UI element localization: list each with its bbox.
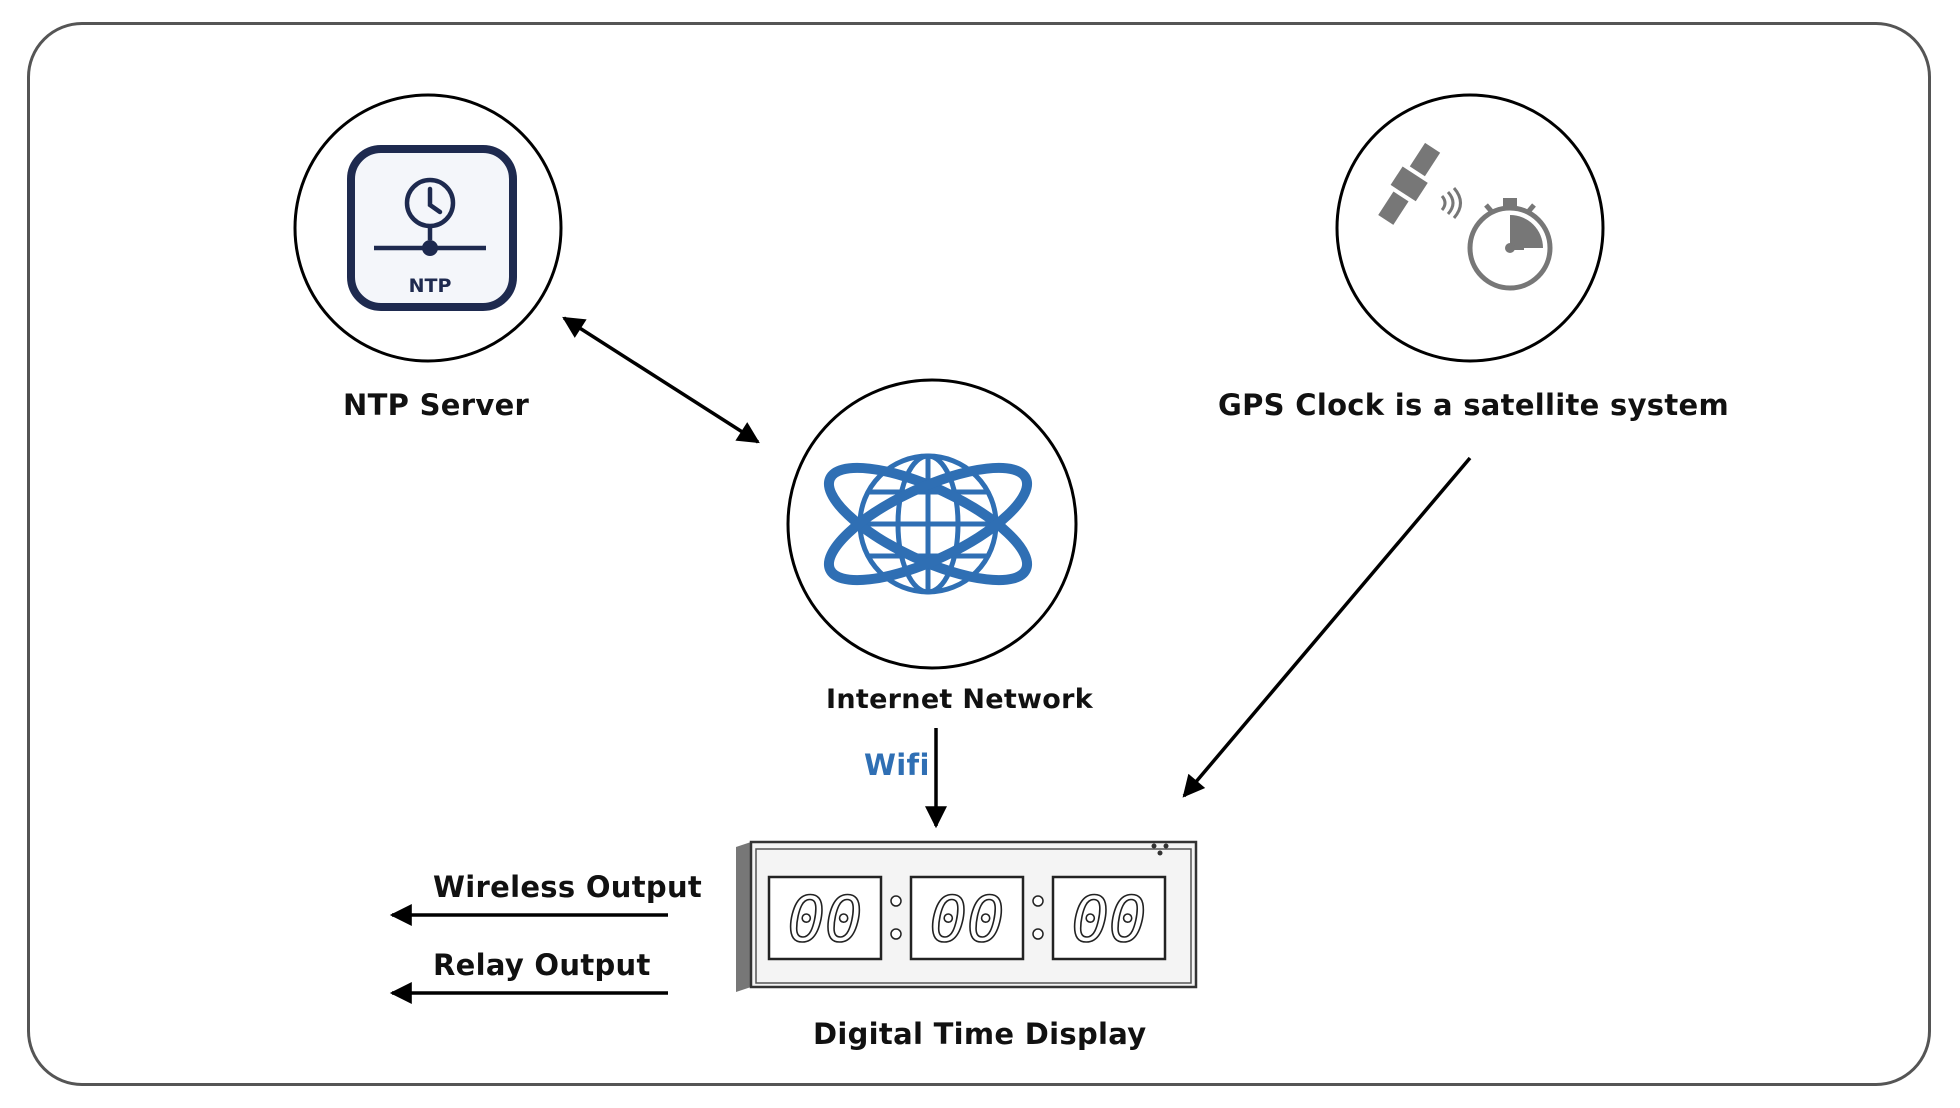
digit-window-3: 00 (1051, 875, 1167, 961)
ntp-server-label: NTP Server (343, 388, 530, 422)
digital-clock-device: 00 00 00 (736, 840, 1198, 992)
wireless-output-label: Wireless Output (433, 870, 703, 904)
wifi-label: Wifi (864, 748, 930, 782)
digital-time-display-label: Digital Time Display (813, 1017, 1147, 1051)
ntp-internet-arrow (562, 316, 760, 444)
globe-network-icon (823, 453, 1033, 595)
diagram-frame (27, 22, 1931, 1086)
internet-network-label: Internet Network (826, 684, 1094, 715)
stopwatch-icon (1467, 198, 1553, 291)
display-digits-3: 00 (1072, 883, 1147, 956)
digit-window-2: 00 (909, 875, 1025, 961)
ntp-icon-text: NTP (409, 275, 452, 297)
digit-window-1: 00 (767, 875, 883, 961)
gps-clock-node (1335, 93, 1605, 363)
gps-clock-label: GPS Clock is a satellite system (1218, 388, 1730, 422)
satellite-stopwatch-icon (1378, 142, 1553, 291)
relay-output-label: Relay Output (433, 948, 651, 982)
display-digits-2: 00 (930, 883, 1005, 956)
ntp-server-icon: NTP (347, 145, 517, 311)
display-digits-1: 00 (788, 883, 863, 956)
internet-node (786, 378, 1078, 670)
colon-separators (890, 895, 1044, 940)
satellite-icon (1378, 142, 1441, 225)
gps-display-arrow (1182, 456, 1472, 798)
ntp-server-node: NTP (293, 93, 563, 363)
